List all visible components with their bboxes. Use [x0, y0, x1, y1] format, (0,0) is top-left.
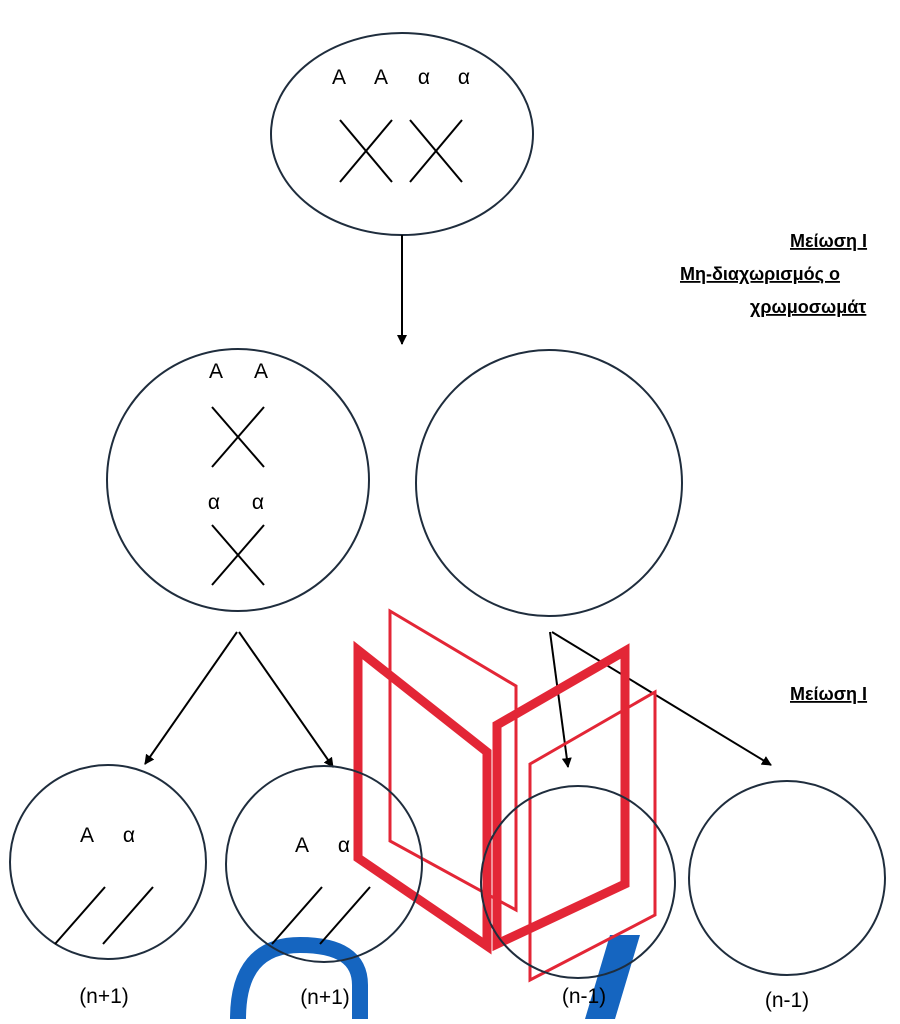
allele-label: A: [254, 360, 268, 383]
allele-label: α: [418, 66, 430, 89]
intermediate-cell-left: A A α α: [106, 348, 370, 612]
allele-label: α: [252, 491, 264, 514]
cell-outline: [415, 349, 683, 617]
allele-label: A: [332, 66, 346, 89]
x-shaped-chromosome-icon: [211, 524, 265, 586]
ploidy-label: (n-1): [562, 985, 606, 1008]
x-shaped-chromosome-icon: [409, 119, 463, 183]
arrow-meiosis-2: [551, 631, 772, 766]
single-chromatid-icon: [271, 886, 371, 945]
cell-outline: [688, 780, 886, 976]
watermark-red-page: [528, 689, 657, 983]
gamete-cell-1: A α (n+1): [9, 764, 207, 1008]
allele-label: A: [374, 66, 388, 89]
stage-label-meiosis-1: Μείωση Ι: [790, 231, 867, 251]
cell-outline: [225, 765, 423, 963]
watermark-blue-stroke: [230, 936, 368, 1020]
gamete-cell-2: A α (n+1): [225, 765, 423, 1009]
allele-label: α: [208, 491, 220, 514]
watermark-red-page: [353, 640, 492, 955]
ploidy-label: (n+1): [79, 985, 129, 1008]
allele-label: A: [209, 360, 223, 383]
cell-outline: [9, 764, 207, 960]
allele-label: α: [458, 66, 470, 89]
allele-label: A: [295, 834, 309, 857]
watermark-blue-accent: [585, 935, 640, 1019]
watermark-red-page: [388, 608, 518, 913]
ploidy-label: (n-1): [765, 989, 809, 1012]
allele-label: α: [338, 834, 350, 857]
intermediate-cell-right: [415, 349, 683, 617]
cell-outline: [106, 348, 370, 612]
open-book-logo-icon: [230, 608, 657, 1020]
allele-label: α: [123, 824, 135, 847]
stage-label-nondisjunction: Μη-διαχωρισμός ο: [680, 264, 840, 284]
gamete-cell-4: (n-1): [688, 780, 886, 1012]
parent-cell: A A α α: [270, 32, 534, 236]
x-shaped-chromosome-icon: [211, 406, 265, 468]
arrow-meiosis-2: [238, 631, 334, 768]
allele-label: A: [80, 824, 94, 847]
stage-label-meiosis-2: Μείωση Ι: [790, 684, 867, 704]
gamete-cell-3: (n-1): [480, 785, 676, 1008]
arrow-meiosis-2: [144, 631, 238, 765]
single-chromatid-icon: [54, 886, 154, 945]
cell-outline: [480, 785, 676, 979]
parent-cell-outline: [270, 32, 534, 236]
watermark-red-page: [492, 643, 630, 952]
ploidy-label: (n+1): [300, 986, 350, 1009]
stage-label-chromosomes: χρωμοσωμάτ: [750, 297, 866, 317]
x-shaped-chromosome-icon: [339, 119, 393, 183]
